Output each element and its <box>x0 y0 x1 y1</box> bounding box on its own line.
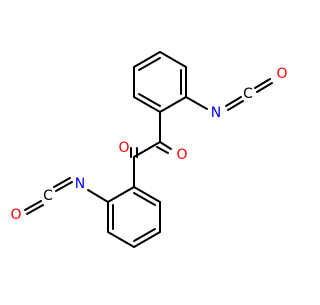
oxygen-atom: O <box>10 207 21 223</box>
bond <box>254 78 271 89</box>
bond <box>138 93 161 107</box>
molecule-canvas: O O N C O N C O <box>10 51 288 248</box>
bond <box>185 96 208 110</box>
bond <box>225 96 242 107</box>
bond <box>107 186 135 203</box>
bond <box>159 141 172 150</box>
oxygen-atom: O <box>176 147 187 163</box>
nitrogen-atom: N <box>75 176 85 192</box>
bond <box>133 186 161 203</box>
bond <box>53 177 71 188</box>
bond <box>133 228 156 242</box>
bond <box>133 231 161 248</box>
bond <box>55 181 73 192</box>
molecule-structure: O O N C O N C O <box>10 51 288 248</box>
bond <box>159 51 187 68</box>
oxygen-atom: O <box>276 66 287 82</box>
bond <box>133 192 156 206</box>
bond <box>227 100 244 111</box>
bonds <box>24 51 273 248</box>
bond <box>133 51 161 68</box>
carbon-atom: C <box>43 188 53 204</box>
bond <box>133 141 161 158</box>
carbon-atom: C <box>243 86 253 102</box>
bond <box>24 200 42 211</box>
bond <box>87 189 109 203</box>
nitrogen-atom: N <box>211 105 221 121</box>
atom-labels: O O N C O N C O <box>10 66 287 223</box>
bond <box>159 96 187 113</box>
bond <box>256 82 273 93</box>
bond <box>107 231 135 248</box>
bond <box>26 204 44 215</box>
bond <box>133 96 161 113</box>
oxygen-atom: O <box>118 140 129 156</box>
bond <box>138 57 161 71</box>
bond <box>156 146 169 154</box>
